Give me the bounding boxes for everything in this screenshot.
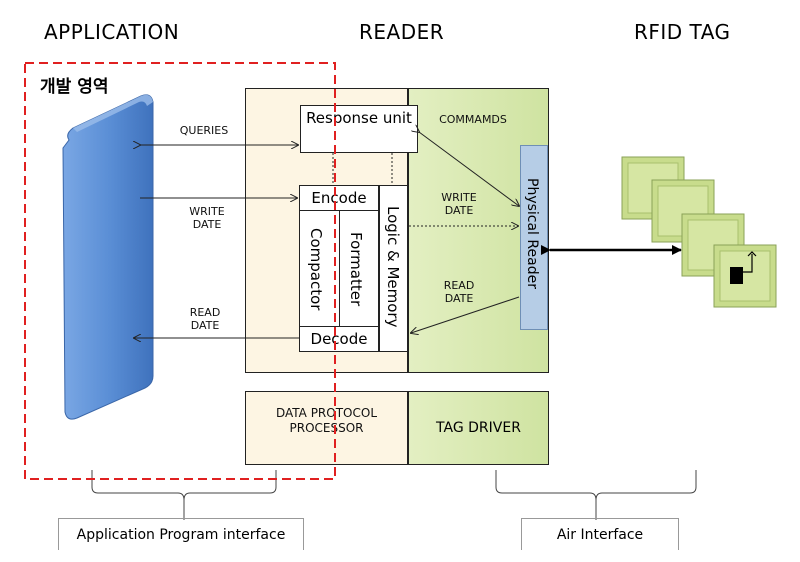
commands-label: COMMAMDS xyxy=(439,113,507,126)
tag-driver-label: TAG DRIVER xyxy=(436,420,521,436)
api-label: Application Program interface xyxy=(76,527,286,543)
formatter-label: Formatter xyxy=(347,232,365,307)
encode-label: Encode xyxy=(311,189,367,207)
rfid-tag-header: RFID TAG xyxy=(634,20,731,44)
compactor-formatter-divider xyxy=(339,211,340,326)
write-date-left-label: WRITE DATE xyxy=(189,205,225,231)
response-unit-block xyxy=(300,105,418,153)
compactor-label: Compactor xyxy=(307,228,325,311)
reader-header: READER xyxy=(359,20,445,44)
read-date-right-arrow xyxy=(411,296,520,333)
read-date-right-label: READ DATE xyxy=(443,279,475,305)
application-block xyxy=(62,94,154,420)
data-protocol-processor-label: DATA PROTOCOL PROCESSOR xyxy=(275,406,378,435)
rfid-tag-4 xyxy=(713,244,777,308)
read-date-left-label: READ DATE xyxy=(189,306,221,332)
api-brace xyxy=(91,470,277,501)
tag-driver-block xyxy=(408,391,549,465)
application-header: APPLICATION xyxy=(44,20,180,44)
write-date-right-label: WRITE DATE xyxy=(441,191,477,217)
queries-label: QUERIES xyxy=(179,124,229,137)
air-label: Air Interface xyxy=(556,527,644,543)
decode-block xyxy=(299,326,379,352)
physical-reader-block xyxy=(520,145,548,330)
data-protocol-processor-block xyxy=(245,391,408,465)
logic-memory-label: Logic & Memory xyxy=(384,206,402,328)
tag-chip-icon xyxy=(730,267,743,284)
commands-arrow xyxy=(419,132,519,206)
api-label-box xyxy=(58,518,304,550)
encode-block xyxy=(299,185,379,211)
tag-antenna-icon xyxy=(743,251,757,273)
physical-reader-label: Physical Reader xyxy=(524,178,540,289)
decode-label: Decode xyxy=(310,330,368,348)
air-brace xyxy=(495,470,697,501)
dev-area-label: 개발 영역 xyxy=(40,77,109,97)
logic-memory-block xyxy=(379,185,408,352)
dev-area-dashed-box xyxy=(24,62,336,480)
air-label-box xyxy=(521,518,679,550)
response-unit-label: Response unit xyxy=(306,109,412,127)
